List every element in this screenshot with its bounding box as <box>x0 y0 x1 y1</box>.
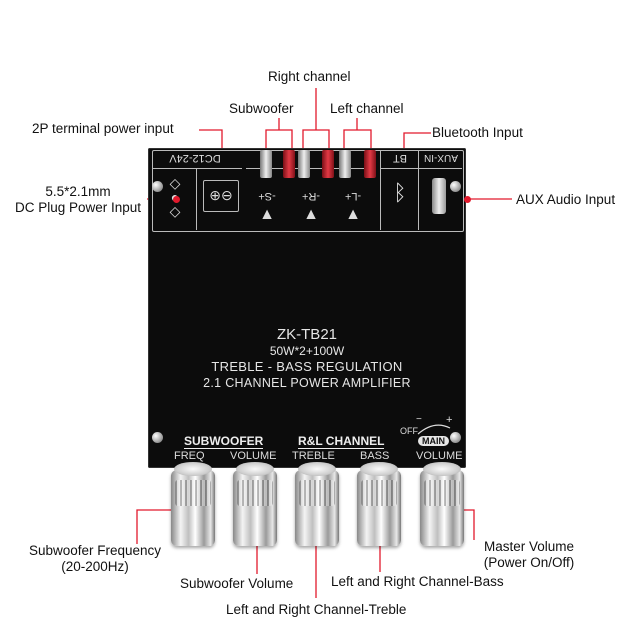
callout-master-volume-line1: Master Volume <box>483 539 575 554</box>
subwoofer-volume-knob[interactable] <box>233 462 277 546</box>
group-rl-header: R&L CHANNEL <box>298 434 385 449</box>
terminal-right-minus <box>298 150 310 178</box>
terminal-right-plus <box>322 150 334 178</box>
leader-dot-dc <box>173 196 180 203</box>
knob-label-freq: FREQ <box>174 450 205 462</box>
bass-knob[interactable] <box>357 462 401 546</box>
callout-dc-plug: 5.5*2.1mm DC Plug Power Input <box>8 184 148 216</box>
mounting-screw <box>152 181 163 192</box>
speaker-icon-right: ▲ <box>303 206 319 223</box>
callout-subwoofer: Subwoofer <box>229 101 294 116</box>
main-badge: MAIN <box>418 436 449 446</box>
callout-master-volume: Master Volume (Power On/Off) <box>474 539 584 571</box>
terminal-sub-plus <box>283 150 295 178</box>
aux-label: AUX-IN <box>424 152 458 163</box>
knob-label-volume: VOLUME <box>230 450 277 462</box>
callout-dc-plug-line1: 5.5*2.1mm <box>45 184 111 199</box>
callout-sub-frequency-line2: (20-200Hz) <box>61 559 129 574</box>
group-subwoofer-header: SUBWOOFER <box>184 434 264 449</box>
plus-minus-icon: ⊕⊖ <box>209 187 233 203</box>
mounting-screw <box>450 432 461 443</box>
terminal-left-plus <box>364 150 376 178</box>
callout-bluetooth-input: Bluetooth Input <box>432 125 523 140</box>
terminal-power-connector: ⊕⊖ <box>203 180 239 212</box>
subwoofer-terminal-label: -S+ <box>258 190 276 202</box>
off-label: OFF <box>400 426 418 436</box>
speaker-icon-sub: ▲ <box>259 206 275 223</box>
power-voltage-label: DC12-24V <box>169 152 221 164</box>
callout-lr-treble: Left and Right Channel-Treble <box>226 602 407 617</box>
subwoofer-frequency-knob[interactable] <box>171 462 215 546</box>
callout-dc-plug-line2: DC Plug Power Input <box>14 200 142 215</box>
mounting-screw <box>152 432 163 443</box>
left-terminal-label: -L+ <box>344 190 362 202</box>
callout-right-channel: Right channel <box>268 69 351 84</box>
callout-sub-frequency-line1: Subwoofer Frequency <box>28 543 162 558</box>
bt-label: BT <box>392 152 408 164</box>
aux-jack-icon <box>432 178 446 214</box>
knob-label-main-volume: VOLUME <box>416 450 463 462</box>
knob-label-bass: BASS <box>360 450 390 462</box>
callout-sub-volume: Subwoofer Volume <box>180 576 294 591</box>
callout-terminal-power: 2P terminal power input <box>32 121 174 136</box>
speaker-icon-left: ▲ <box>345 206 361 223</box>
master-volume-knob[interactable] <box>420 462 464 546</box>
leader-dot-aux <box>464 196 471 203</box>
callout-sub-frequency: Subwoofer Frequency (20-200Hz) <box>14 543 176 575</box>
callout-left-channel: Left channel <box>330 101 404 116</box>
model-name: ZK-TB21 <box>276 326 337 343</box>
callout-master-volume-line2: (Power On/Off) <box>483 555 575 570</box>
feature-line-1: TREBLE - BASS REGULATION <box>211 359 403 374</box>
power-spec: 50W*2+100W <box>269 344 345 358</box>
mounting-screw <box>450 181 461 192</box>
right-terminal-label: -R+ <box>301 190 321 202</box>
feature-line-2: 2.1 CHANNEL POWER AMPLIFIER <box>203 376 411 390</box>
knob-label-treble: TREBLE <box>292 450 335 462</box>
treble-knob[interactable] <box>295 462 339 546</box>
terminal-sub-minus <box>260 150 272 178</box>
volume-arc-icon <box>417 424 451 435</box>
volume-plus: + <box>446 414 453 426</box>
volume-minus: − <box>416 414 422 425</box>
terminal-left-minus <box>339 150 351 178</box>
callout-lr-bass: Left and Right Channel-Bass <box>331 574 504 589</box>
bluetooth-icon: ᛒ <box>393 180 407 205</box>
callout-aux-input: AUX Audio Input <box>516 192 616 207</box>
amplifier-board: DC12-24V ◇●◇ ⊕⊖ -S+ -R+ -L+ ▲ ▲ ▲ BT AUX… <box>148 148 466 468</box>
